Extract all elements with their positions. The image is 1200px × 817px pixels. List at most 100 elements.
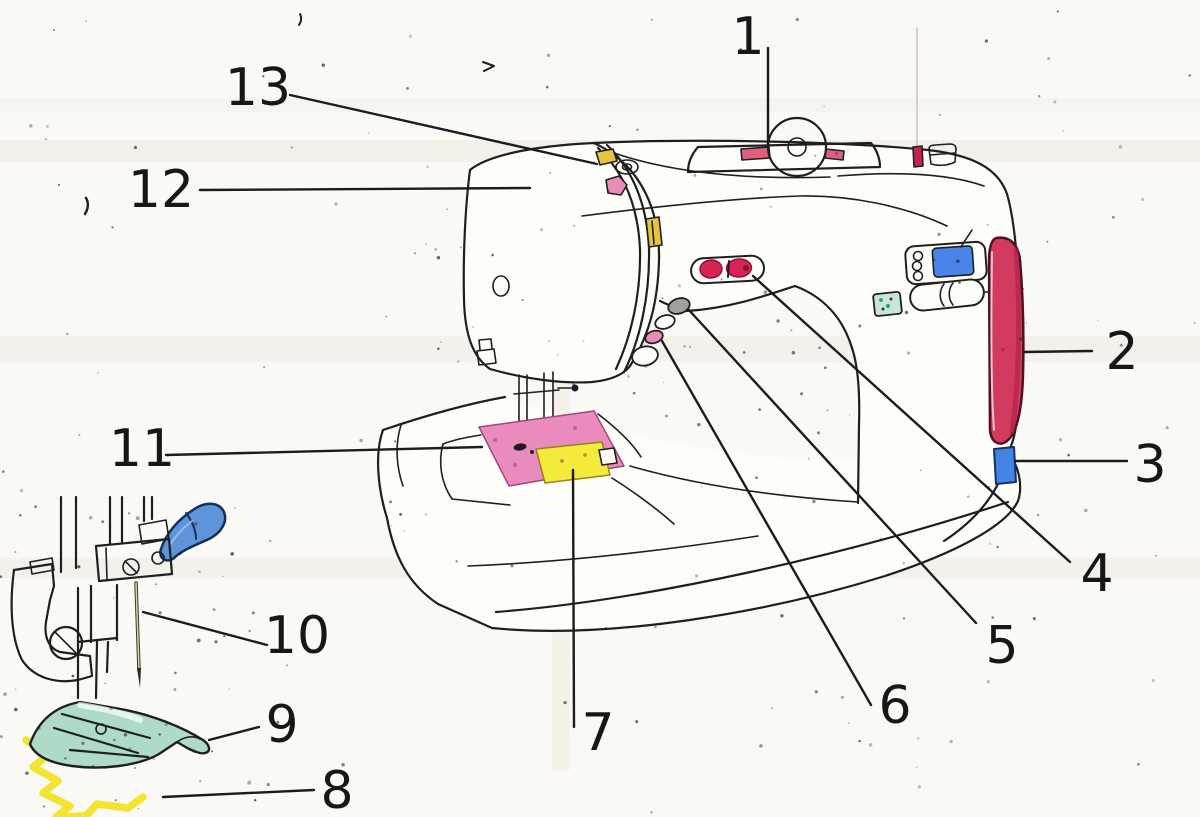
speckle [697, 422, 701, 427]
speckle [1056, 10, 1059, 13]
handwheel-highlight [990, 251, 995, 431]
speckle [510, 564, 514, 568]
panel-button [912, 270, 924, 282]
part-label-12: 12 [128, 160, 194, 220]
speckle [769, 205, 772, 208]
bed-front-rim [494, 500, 1010, 614]
speckle [71, 674, 75, 678]
speckle [823, 105, 825, 108]
speckle [949, 739, 953, 744]
speckle [408, 34, 413, 38]
speckle [1119, 343, 1123, 347]
speckle [1032, 617, 1036, 621]
lever-highlight [169, 520, 193, 546]
speckle [758, 408, 761, 411]
bobbin-cover [535, 441, 611, 484]
zigzag-stitch [22, 736, 147, 817]
chip-dot [881, 307, 885, 311]
needle-position-button [654, 314, 676, 330]
machine-head [462, 141, 661, 384]
speckle [989, 542, 992, 546]
speckle [290, 146, 293, 149]
speckle [917, 785, 921, 789]
speckle [755, 476, 758, 480]
speckle [19, 489, 24, 493]
speckle [915, 766, 918, 769]
speckle [459, 246, 462, 249]
speckle [247, 780, 252, 785]
speckle [635, 720, 639, 724]
speckle [113, 738, 116, 742]
speckle [677, 284, 682, 288]
speckle [904, 310, 909, 315]
speckle [1111, 215, 1115, 219]
speckle [763, 290, 768, 294]
speckle [1019, 337, 1023, 341]
speckle [693, 174, 697, 177]
speckle [424, 513, 428, 516]
speckle [234, 507, 236, 510]
speckle [582, 340, 585, 343]
speckle [251, 611, 255, 615]
speckle [446, 208, 448, 211]
speckle [1188, 74, 1191, 77]
leader-12-face-plate [198, 186, 532, 192]
foot-shank [76, 583, 119, 700]
top-thread-guide [595, 148, 618, 166]
speckle [521, 298, 524, 302]
slider-knob-detail [743, 265, 749, 271]
stitch-select-buttons [909, 278, 985, 312]
speckle [824, 366, 827, 369]
part-label-13: 13 [225, 58, 291, 118]
speckle [840, 695, 844, 699]
speckle [334, 202, 338, 206]
speckle [1118, 145, 1123, 149]
speckle [759, 744, 763, 748]
speckle [996, 545, 999, 549]
cover-latch [598, 447, 618, 466]
speckle [572, 383, 575, 387]
bed-left-inner-line [396, 424, 404, 487]
speckle [385, 315, 388, 318]
speckle [1025, 322, 1028, 325]
speckle [1067, 453, 1070, 457]
speckle [192, 749, 196, 753]
spool-pin-end [824, 148, 845, 161]
lever-joint-line [185, 512, 197, 540]
stray-mark [298, 13, 303, 26]
speckle [14, 551, 17, 553]
stitch-button-divider [939, 282, 954, 307]
speckle [1046, 240, 1049, 243]
speckle [917, 737, 920, 740]
speckle [795, 18, 799, 22]
pillar-left-edge [793, 284, 861, 505]
speckle [406, 87, 409, 90]
plate-texture-dot [513, 463, 517, 467]
speckle [1151, 679, 1155, 683]
panel-wire [960, 229, 973, 248]
speckle [52, 29, 56, 32]
speckle [636, 128, 639, 131]
needle-clamp-lever [159, 502, 227, 562]
speckle [922, 213, 925, 215]
speckle [152, 756, 156, 760]
speckle [367, 132, 370, 134]
spool-pin [740, 146, 771, 161]
speckle [958, 281, 961, 284]
part-label-7: 7 [581, 703, 614, 763]
scan-speckles [0, 10, 1196, 814]
speckle [780, 614, 784, 618]
speckle [101, 520, 105, 524]
face-plate-seam [605, 143, 651, 374]
speckle [390, 525, 393, 527]
speckle [111, 226, 114, 229]
lcd-screen [931, 245, 975, 278]
speckle [689, 345, 692, 348]
speckle [1001, 347, 1005, 352]
speckle [77, 565, 81, 569]
speckle [158, 611, 162, 615]
control-panel [872, 229, 988, 317]
speckle [88, 515, 93, 520]
speckle [573, 224, 576, 227]
leader-7-bobbin-cover [571, 468, 576, 729]
